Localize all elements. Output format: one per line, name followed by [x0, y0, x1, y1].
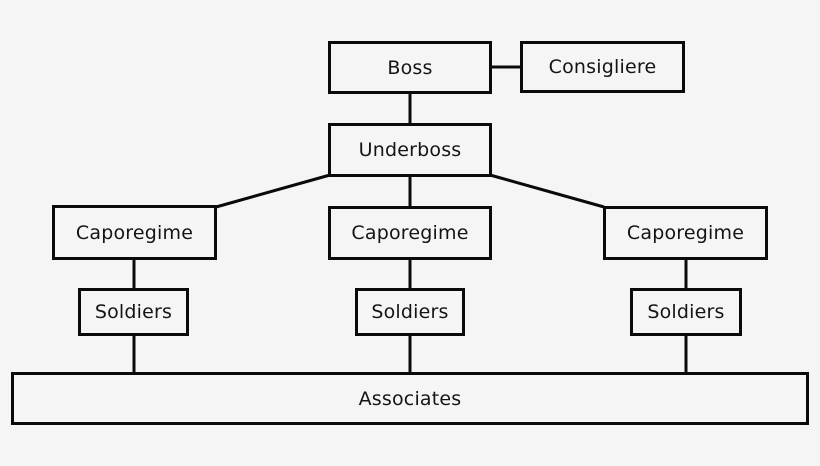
node-caporegime-middle: Caporegime	[328, 206, 492, 260]
node-caporegime-middle-label: Caporegime	[351, 222, 469, 244]
node-soldiers-middle-label: Soldiers	[371, 301, 449, 323]
node-caporegime-right-label: Caporegime	[626, 222, 745, 244]
node-boss-label: Boss	[387, 56, 433, 79]
node-associates-label: Associates	[358, 387, 462, 410]
node-caporegime-left: Caporegime	[52, 205, 217, 260]
edge-underboss-capo-left	[215, 173, 331, 209]
node-soldiers-left: Soldiers	[78, 288, 189, 336]
node-caporegime-right: Caporegime	[603, 206, 768, 260]
node-soldiers-right: Soldiers	[630, 288, 742, 336]
node-soldiers-middle: Soldiers	[355, 288, 465, 336]
node-underboss: Underboss	[328, 123, 492, 177]
node-caporegime-left-label: Caporegime	[75, 221, 194, 244]
node-boss: Boss	[328, 41, 492, 94]
node-consigliere-label: Consigliere	[548, 56, 657, 78]
edge-underboss-capo-right	[489, 173, 605, 209]
node-underboss-label: Underboss	[358, 139, 462, 161]
node-soldiers-right-label: Soldiers	[647, 301, 725, 323]
node-consigliere: Consigliere	[520, 41, 685, 93]
node-associates: Associates	[11, 372, 809, 425]
node-soldiers-left-label: Soldiers	[94, 301, 173, 323]
